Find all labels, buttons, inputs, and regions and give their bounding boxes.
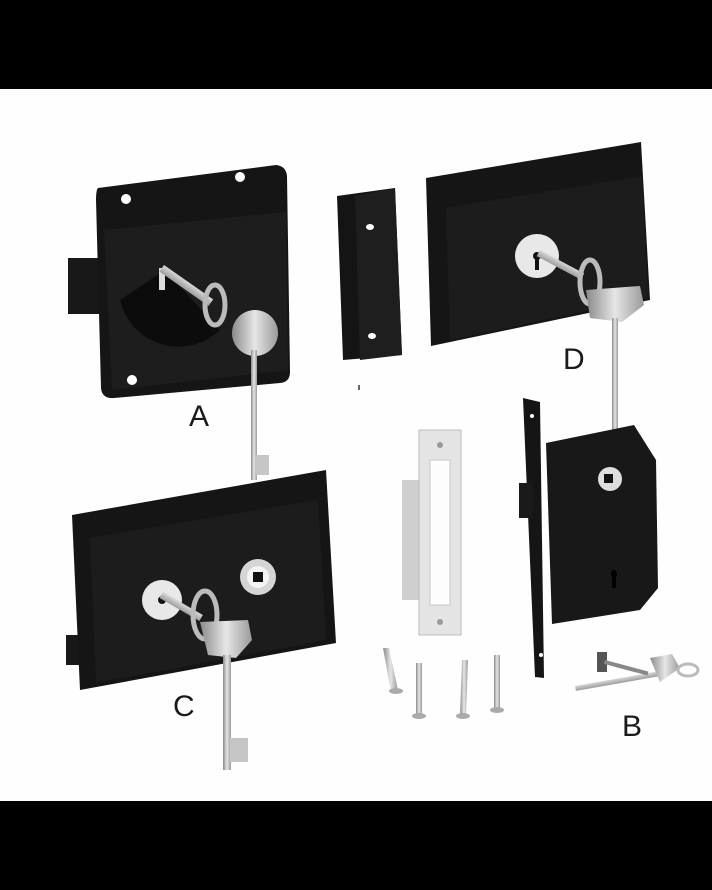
lock-b (519, 398, 700, 691)
wood-screws (383, 648, 504, 719)
locks-illustration: A D (66, 142, 700, 770)
lock-c (66, 470, 336, 770)
letterbox-top (0, 0, 712, 89)
lock-a (68, 165, 290, 480)
label-a: A (189, 400, 209, 433)
label-d: D (563, 343, 585, 376)
lock-d (426, 142, 650, 468)
letterbox-bottom (0, 801, 712, 890)
label-c: C (173, 690, 195, 723)
product-image: A D (0, 89, 712, 801)
strike-plate (402, 429, 462, 636)
label-b: B (622, 710, 642, 743)
box-keep (337, 188, 402, 390)
